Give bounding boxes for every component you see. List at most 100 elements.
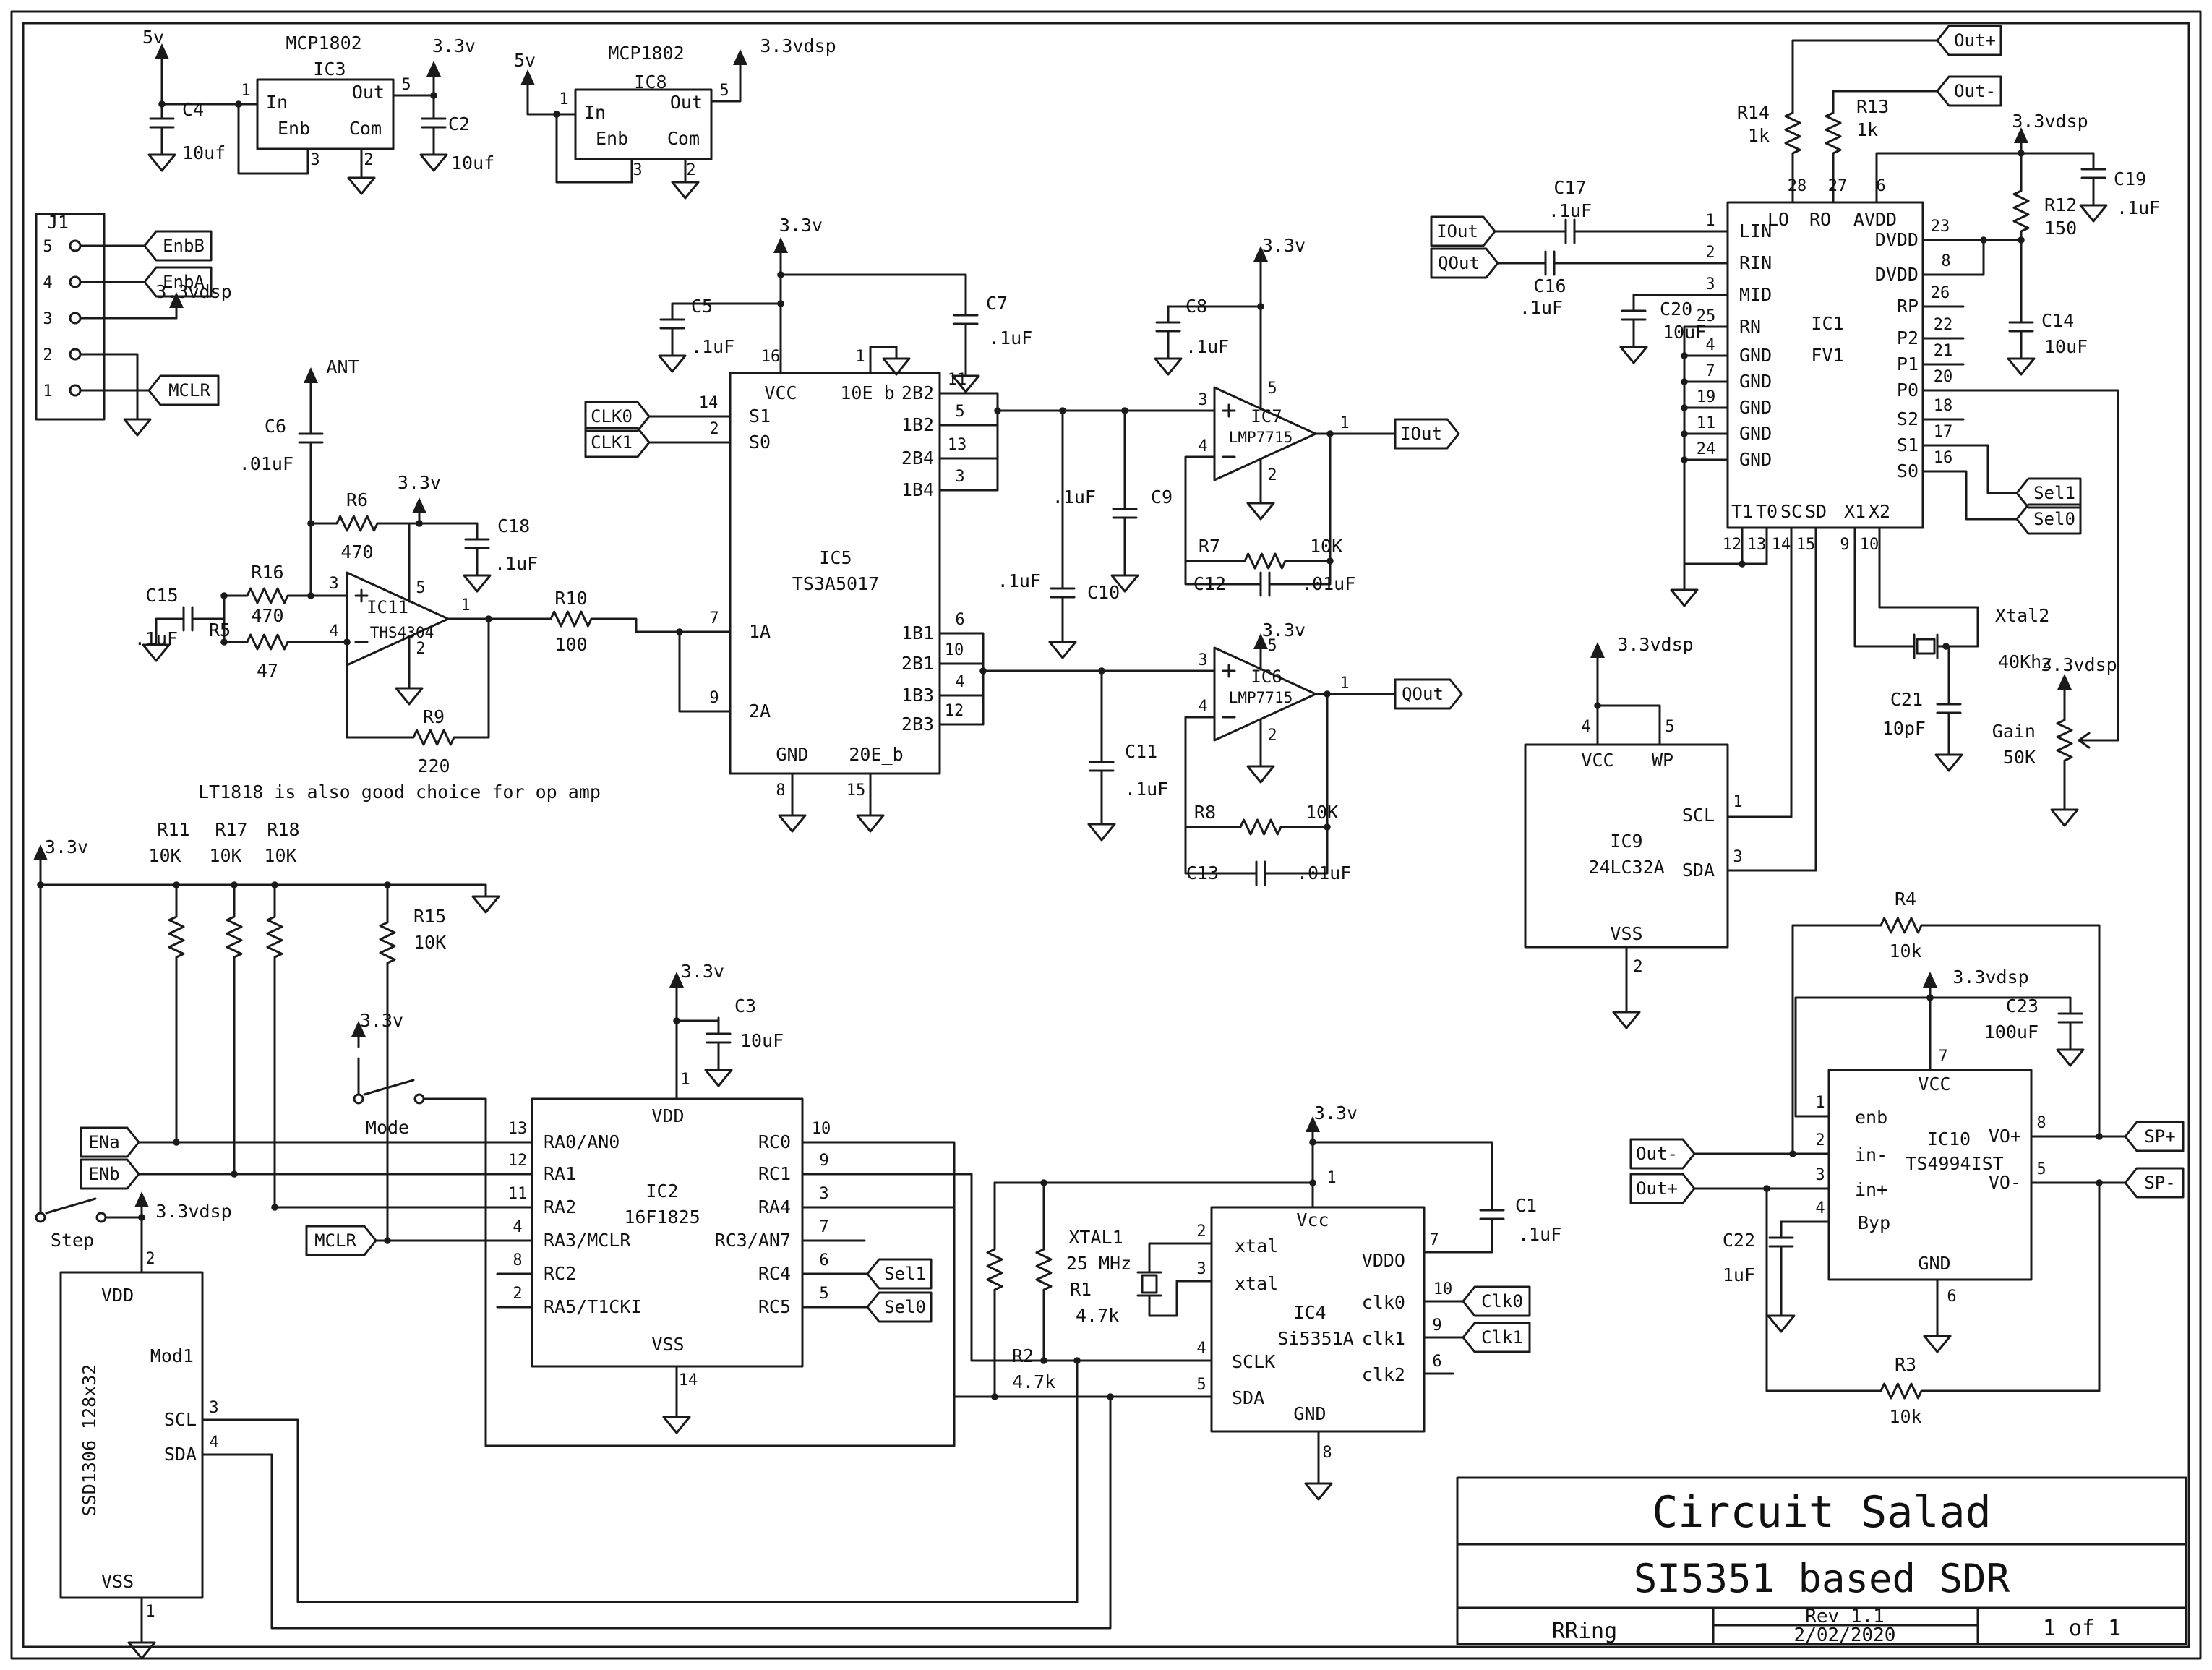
resistor-symbol bbox=[1871, 1382, 1932, 1400]
schematic-label: 1 bbox=[241, 82, 250, 100]
resistor-symbol bbox=[1230, 818, 1291, 836]
schematic-label: IC7 bbox=[1251, 406, 1282, 427]
ground-symbol bbox=[1246, 753, 1275, 784]
schematic-label: RC0 bbox=[758, 1131, 791, 1152]
schematic-label: LT1818 is also good choice for op amp bbox=[198, 782, 601, 802]
wire bbox=[1853, 526, 1907, 648]
schematic-label: IC9 bbox=[1610, 831, 1642, 852]
schematic-label: VDD bbox=[101, 1285, 134, 1306]
junction-dot bbox=[1681, 404, 1688, 411]
ground-symbol bbox=[463, 562, 492, 593]
ic9-box bbox=[1524, 743, 1729, 949]
net-flag-label: Out+ bbox=[1954, 30, 1996, 51]
junction-dot bbox=[307, 592, 314, 599]
schematic-label: 26 bbox=[1931, 284, 1950, 302]
schematic-label: RA4 bbox=[758, 1196, 791, 1217]
schematic-label: 5 bbox=[719, 82, 729, 100]
schematic-label: 18 bbox=[1934, 397, 1953, 415]
wire bbox=[424, 1097, 956, 1447]
resistor-symbol bbox=[1784, 103, 1801, 163]
schematic-label: SC bbox=[1780, 501, 1802, 522]
ic3-box bbox=[256, 78, 395, 150]
net-flag-label: Clk0 bbox=[1481, 1291, 1523, 1311]
schematic-label: 50K bbox=[2003, 747, 2036, 768]
net-flag bbox=[1936, 75, 2002, 107]
wire bbox=[201, 1359, 1079, 1603]
schematic-label: .1uF bbox=[134, 628, 178, 649]
schematic-label: GND bbox=[1739, 371, 1772, 392]
schematic-label: 5 bbox=[2036, 1160, 2046, 1178]
schematic-label: GND bbox=[776, 744, 808, 765]
ground-symbol bbox=[2079, 192, 2108, 223]
wire bbox=[1423, 1233, 1493, 1254]
junction-dot bbox=[2096, 1179, 2103, 1186]
schematic-label: C10 bbox=[1087, 582, 1120, 603]
schematic-label: 12 bbox=[945, 702, 964, 720]
schematic-label: .1uF bbox=[1125, 779, 1168, 800]
schematic-label: 5 bbox=[819, 1285, 828, 1303]
capacitor-symbol bbox=[706, 1016, 732, 1060]
schematic-label: C19 bbox=[2114, 168, 2146, 189]
schematic-label: .1uF bbox=[1186, 336, 1229, 357]
schematic-label: MCP1802 bbox=[286, 33, 361, 53]
schematic-label: .1uF bbox=[494, 553, 538, 574]
wire bbox=[1184, 826, 1242, 875]
ground-symbol bbox=[882, 346, 911, 376]
schematic-label: LMP7715 bbox=[1229, 429, 1293, 446]
schematic-label: 9 bbox=[1432, 1316, 1441, 1335]
net-flag-label: MCLR bbox=[314, 1230, 356, 1251]
schematic-label: 7 bbox=[1429, 1231, 1439, 1249]
capacitor-symbol bbox=[1479, 1193, 1505, 1236]
net-flag-label: SP- bbox=[2144, 1173, 2175, 1193]
schematic-label: 20 bbox=[1934, 368, 1953, 386]
schematic-label: 1 bbox=[1339, 414, 1349, 432]
schematic-label: VCC bbox=[1918, 1074, 1950, 1095]
power-arrow-icon bbox=[2056, 672, 2073, 701]
power-net-label: 3.3vdsp bbox=[1617, 634, 1693, 655]
schematic-label: 15 bbox=[1796, 536, 1816, 554]
schematic-label: C4 bbox=[182, 99, 204, 120]
schematic-label: SSD1306 128x32 bbox=[79, 1364, 100, 1517]
resistor-symbol bbox=[2012, 181, 2030, 241]
schematic-label: R5 bbox=[209, 620, 231, 641]
schematic-label: 16F1825 bbox=[624, 1207, 700, 1228]
ground-symbol bbox=[2050, 797, 2079, 827]
schematic-label: SCL bbox=[1682, 805, 1715, 826]
schematic-label: 3 bbox=[209, 1399, 218, 1417]
schematic-label: C8 bbox=[1186, 296, 1207, 317]
schematic-label: R10 bbox=[554, 588, 587, 609]
ground-symbol bbox=[395, 675, 424, 706]
schematic-label: IC6 bbox=[1251, 667, 1282, 687]
schematic-label: .01uF bbox=[1301, 573, 1355, 594]
schematic-label: 7 bbox=[709, 609, 719, 628]
schematic-label: MID bbox=[1739, 284, 1772, 305]
capacitor-symbol bbox=[421, 101, 447, 145]
schematic-label: 4 bbox=[329, 622, 338, 641]
connector-pin bbox=[69, 348, 82, 361]
junction-dot bbox=[1309, 1139, 1316, 1146]
schematic-label: 8 bbox=[776, 782, 785, 800]
schematic-label: .1uF bbox=[1518, 1224, 1561, 1245]
schematic-label: DVDD bbox=[1875, 264, 1919, 285]
schematic-label: R3 bbox=[1895, 1354, 1916, 1375]
schematic-label: P1 bbox=[1897, 354, 1919, 374]
company-name: Circuit Salad bbox=[1652, 1487, 1992, 1538]
capacitor-symbol bbox=[1528, 250, 1572, 276]
schematic-label: 1 bbox=[1705, 212, 1715, 230]
junction-dot bbox=[979, 667, 987, 675]
schematic-label: 3 bbox=[819, 1185, 828, 1203]
ground-symbol bbox=[662, 1404, 691, 1434]
wire bbox=[678, 630, 732, 713]
net-flag bbox=[866, 1291, 933, 1323]
junction-dot bbox=[1681, 430, 1688, 437]
schematic-label: 6 bbox=[1432, 1353, 1441, 1371]
schematic-label: 6 bbox=[819, 1251, 828, 1269]
schematic-label: R13 bbox=[1856, 96, 1889, 117]
wire bbox=[1148, 1242, 1213, 1265]
schematic-label: IC8 bbox=[634, 72, 666, 93]
resistor-symbol bbox=[226, 907, 243, 967]
schematic-label: C3 bbox=[734, 995, 756, 1016]
schematic-label: 1 bbox=[460, 596, 470, 615]
ground-symbol bbox=[419, 142, 448, 172]
